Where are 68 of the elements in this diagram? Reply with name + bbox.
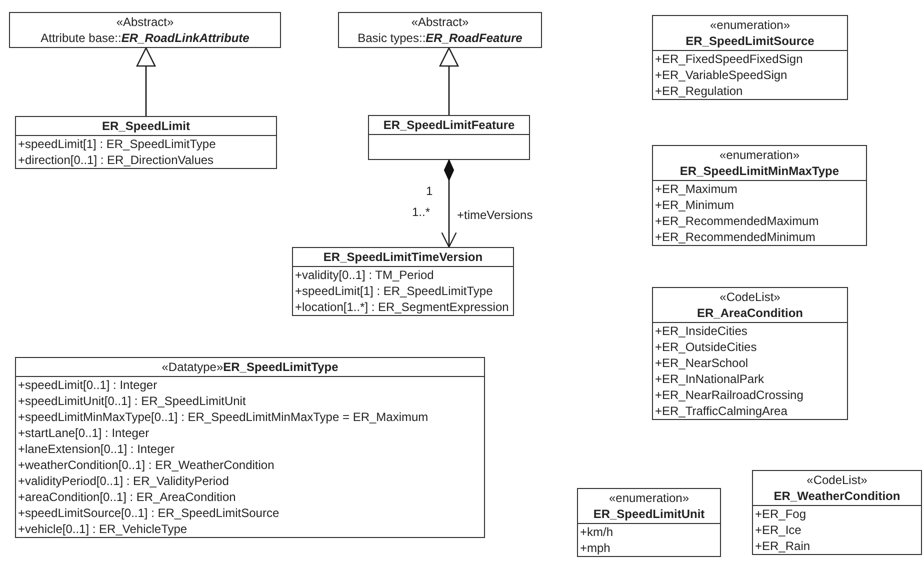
attribute-text: +ER_RecommendedMinimum: [654, 229, 816, 245]
class-name: Basic types::ER_RoadFeature: [356, 30, 524, 46]
class-name: ER_SpeedLimit: [100, 118, 192, 134]
attribute-text: +direction[0..1] : ER_DirectionValues: [17, 152, 215, 168]
attribute-text: +vehicle[0..1] : ER_VehicleType: [17, 521, 188, 537]
class-box: [652, 15, 848, 100]
attribute-text: +speedLimit[0..1] : Integer: [17, 377, 158, 393]
attribute-text: +laneExtension[0..1] : Integer: [17, 441, 176, 457]
class-name: «Datatype»ER_SpeedLimitType: [160, 359, 340, 375]
class-name: Attribute base::ER_RoadLinkAttribute: [40, 30, 250, 46]
multiplicity-label: 1: [426, 184, 433, 198]
class-box: [292, 247, 514, 316]
attribute-text: +ER_FixedSpeedFixedSign: [654, 51, 804, 67]
class-box: [577, 488, 721, 557]
class-box: [652, 287, 848, 420]
class-box: [15, 116, 277, 169]
class-box: [652, 145, 867, 246]
attribute-text: +ER_Ice: [754, 522, 802, 538]
attribute-text: +validityPeriod[0..1] : ER_ValidityPeriod: [17, 473, 230, 489]
attribute-text: +speedLimitUnit[0..1] : ER_SpeedLimitUnit: [17, 393, 247, 409]
attribute-text: +speedLimitSource[0..1] : ER_SpeedLimitSource: [17, 505, 280, 521]
class-name: ER_WeatherCondition: [772, 488, 902, 504]
class-box: [338, 12, 542, 48]
class-name: ER_SpeedLimitMinMaxType: [678, 163, 840, 179]
attribute-text: +ER_RecommendedMaximum: [654, 213, 820, 229]
class-box: [752, 470, 922, 555]
class-stereotype: «enumeration»: [708, 17, 792, 33]
class-name: ER_AreaCondition: [696, 305, 804, 321]
attribute-text: +ER_InNationalPark: [654, 371, 766, 387]
attribute-text: +location[1..*] : ER_SegmentExpression: [294, 299, 510, 315]
attribute-text: +ER_Minimum: [654, 197, 736, 213]
attribute-text: +ER_Rain: [754, 538, 812, 554]
class-stereotype: «enumeration»: [718, 147, 801, 163]
attribute-text: +ER_NearSchool: [654, 355, 750, 371]
attribute-text: +ER_VariableSpeedSign: [654, 67, 788, 83]
attribute-text: +ER_Fog: [754, 506, 808, 522]
attribute-text: +km/h: [579, 524, 614, 540]
attribute-text: +validity[0..1] : TM_Period: [294, 267, 435, 283]
class-name: ER_SpeedLimitTimeVersion: [322, 249, 484, 265]
generalization-arrow: [136, 47, 156, 116]
attribute-text: +weatherCondition[0..1] : ER_WeatherCondition: [17, 457, 276, 473]
attribute-text: +mph: [579, 540, 612, 556]
attribute-text: +ER_Regulation: [654, 83, 744, 99]
attribute-text: +ER_Maximum: [654, 181, 738, 197]
class-box: [368, 115, 530, 160]
class-stereotype: «CodeList»: [806, 472, 868, 488]
attribute-text: +areaCondition[0..1] : ER_AreaCondition: [17, 489, 237, 505]
class-name: ER_SpeedLimitUnit: [592, 506, 706, 522]
class-name: ER_SpeedLimitFeature: [382, 117, 516, 133]
attribute-text: +ER_NearRailroadCrossing: [654, 387, 804, 403]
generalization-arrow: [439, 47, 459, 115]
composition-arrow: [441, 160, 457, 248]
attribute-text: +startLane[0..1] : Integer: [17, 425, 150, 441]
edge-label: +timeVersions: [457, 208, 533, 222]
attribute-text: +ER_OutsideCities: [654, 339, 758, 355]
class-stereotype: «Abstract»: [115, 14, 175, 30]
class-name: ER_SpeedLimitSource: [684, 33, 816, 49]
class-stereotype: «Abstract»: [410, 14, 470, 30]
class-stereotype: «enumeration»: [608, 490, 690, 506]
class-box: [9, 12, 281, 48]
class-box: [15, 357, 485, 538]
attribute-text: +ER_InsideCities: [654, 323, 748, 339]
attribute-text: +speedLimit[1] : ER_SpeedLimitType: [294, 283, 494, 299]
attribute-text: +ER_TrafficCalmingArea: [654, 403, 788, 419]
attribute-text: +speedLimitMinMaxType[0..1] : ER_SpeedLimitMinMaxType = ER_Maximum: [17, 409, 430, 425]
attribute-text: +speedLimit[1] : ER_SpeedLimitType: [17, 136, 217, 152]
class-stereotype: «CodeList»: [718, 289, 782, 305]
multiplicity-label: 1..*: [412, 205, 430, 219]
